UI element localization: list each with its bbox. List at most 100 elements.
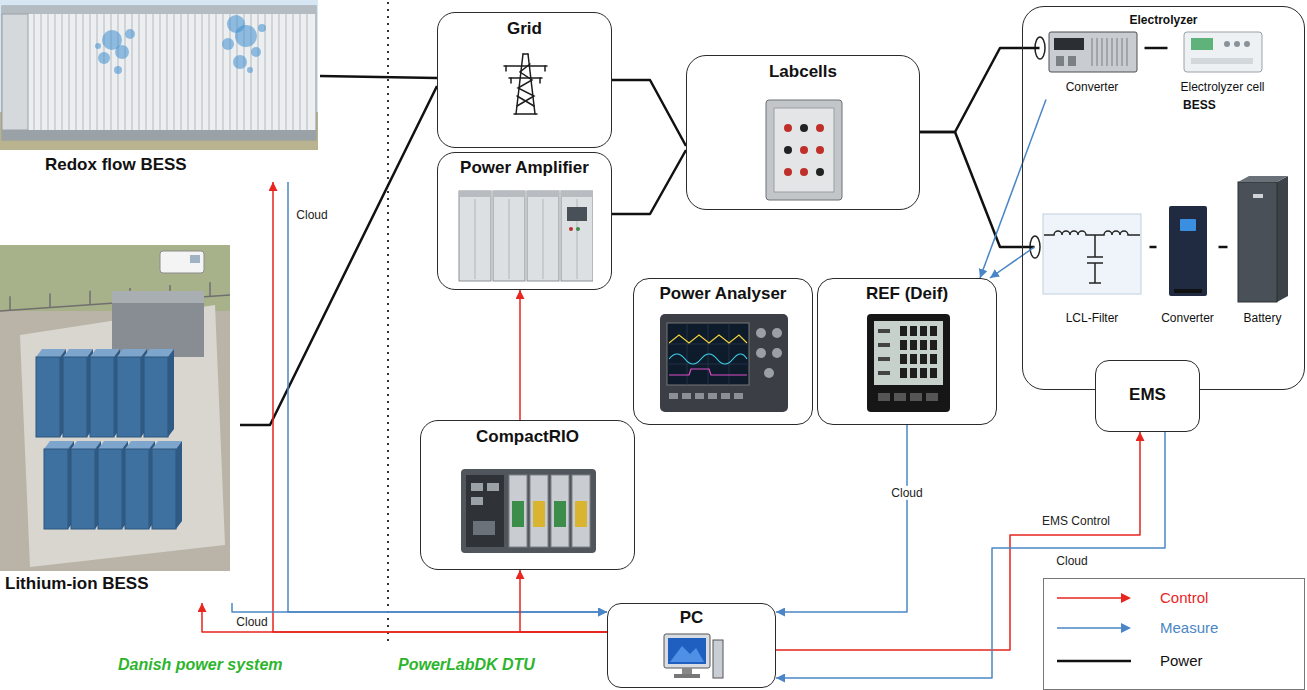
- picture-part: [1111, 38, 1112, 66]
- edge-label: Cloud: [234, 615, 269, 629]
- converter-unit: Converter: [1040, 26, 1145, 100]
- picture-part: [561, 191, 593, 281]
- picture-part: [145, 14, 147, 130]
- cabinets-picture: [458, 187, 593, 283]
- power-line: [612, 150, 686, 214]
- picture-part: [660, 632, 725, 684]
- legend-text: Control: [1160, 589, 1208, 607]
- node-title: Converter: [1157, 311, 1219, 325]
- picture-part: [235, 25, 257, 47]
- picture-part: [40, 14, 42, 130]
- picture-part: [504, 54, 547, 114]
- lcl-filter: LCL-Filter: [1035, 205, 1150, 331]
- picture-part: [498, 51, 553, 117]
- picture-part: [209, 282, 211, 296]
- picture-part: [669, 335, 747, 343]
- picture-part: [695, 393, 704, 399]
- picture-part: [487, 483, 499, 491]
- picture-part: [800, 146, 808, 154]
- picture-part: [194, 14, 196, 130]
- converter-cabinet: Converter: [1157, 205, 1219, 331]
- picture-part: [1168, 205, 1208, 297]
- picture-part: [459, 191, 491, 281]
- power-line: [320, 76, 437, 78]
- measure-arrow: [776, 432, 1165, 678]
- picture-part: [774, 108, 834, 192]
- picture-part: [49, 294, 51, 308]
- picture-part: [2, 6, 316, 140]
- electrolyzer-cell: Electrolyzer cell: [1168, 26, 1278, 100]
- picture-part: [517, 64, 534, 106]
- legend-sample: [1055, 655, 1135, 667]
- picture-part: [180, 14, 182, 130]
- picture-part: [466, 475, 504, 547]
- picture-part: [0, 245, 230, 571]
- picture-part: [772, 348, 782, 358]
- legend-sample: [1055, 622, 1135, 634]
- measure-arrow: [776, 425, 907, 612]
- control-arrow: [520, 570, 607, 632]
- picture-part: [1044, 231, 1140, 235]
- picture-part: [527, 191, 559, 197]
- picture-part: [900, 354, 907, 364]
- liion-picture: [0, 245, 230, 571]
- picture-part: [509, 199, 510, 279]
- picture-part: [516, 54, 535, 114]
- picture-part: [222, 14, 224, 130]
- picture-part: [493, 191, 525, 281]
- picture-part: [187, 14, 189, 130]
- picture-part: [910, 354, 917, 364]
- picture-part: [669, 369, 747, 375]
- picture-part: [115, 45, 129, 59]
- edge-label: Cloud: [294, 208, 329, 222]
- control-arrow: [519, 290, 521, 420]
- picture-part: [1253, 194, 1263, 198]
- picture-part: [208, 14, 210, 130]
- picture-part: [734, 393, 743, 399]
- picture-part: [660, 314, 788, 412]
- picture-part: [527, 191, 559, 281]
- picture-part: [138, 14, 140, 130]
- picture-part: [96, 14, 98, 130]
- picture-part: [47, 14, 49, 130]
- picture-part: [926, 393, 938, 401]
- picture-part: [910, 326, 917, 336]
- node-title: PC: [608, 608, 775, 628]
- picture-part: [201, 14, 203, 130]
- picture-part: [1184, 32, 1262, 72]
- picture-part: [89, 291, 91, 305]
- picture-part: [471, 497, 483, 505]
- picture-part: [674, 674, 700, 678]
- picture-part: [257, 14, 259, 130]
- picture-part: [75, 14, 77, 130]
- picture-part: [874, 321, 943, 385]
- container-picture: [0, 0, 318, 150]
- picture-part: [44, 449, 68, 529]
- picture-part: [461, 469, 596, 553]
- controller-box: CompactRIO: [420, 420, 635, 570]
- edge-label: Cloud: [1054, 554, 1089, 568]
- monitor-picture: [660, 632, 725, 684]
- control-arrow: [776, 432, 1140, 650]
- picture-part: [920, 340, 927, 350]
- picture-part: [166, 14, 168, 130]
- amplifier-box: Power Amplifier: [437, 152, 612, 290]
- picture-part: [772, 328, 782, 338]
- picture-part: [471, 483, 483, 491]
- picture-part: [659, 313, 789, 413]
- picture-part: [152, 449, 176, 529]
- picture-part: [816, 124, 824, 132]
- group-label: BESS: [1183, 98, 1216, 112]
- picture-part: [551, 475, 569, 547]
- picture-part: [1106, 38, 1107, 66]
- picture-part: [98, 52, 110, 64]
- picture-part: [1049, 32, 1137, 72]
- picture-part: [461, 461, 596, 561]
- picture-part: [1043, 214, 1141, 294]
- tower-picture: [498, 51, 553, 117]
- picture-part: [1191, 38, 1213, 50]
- picture-part: [103, 14, 105, 130]
- picture-part: [258, 24, 266, 32]
- picture-part: [800, 124, 808, 132]
- picture-part: [0, 0, 318, 150]
